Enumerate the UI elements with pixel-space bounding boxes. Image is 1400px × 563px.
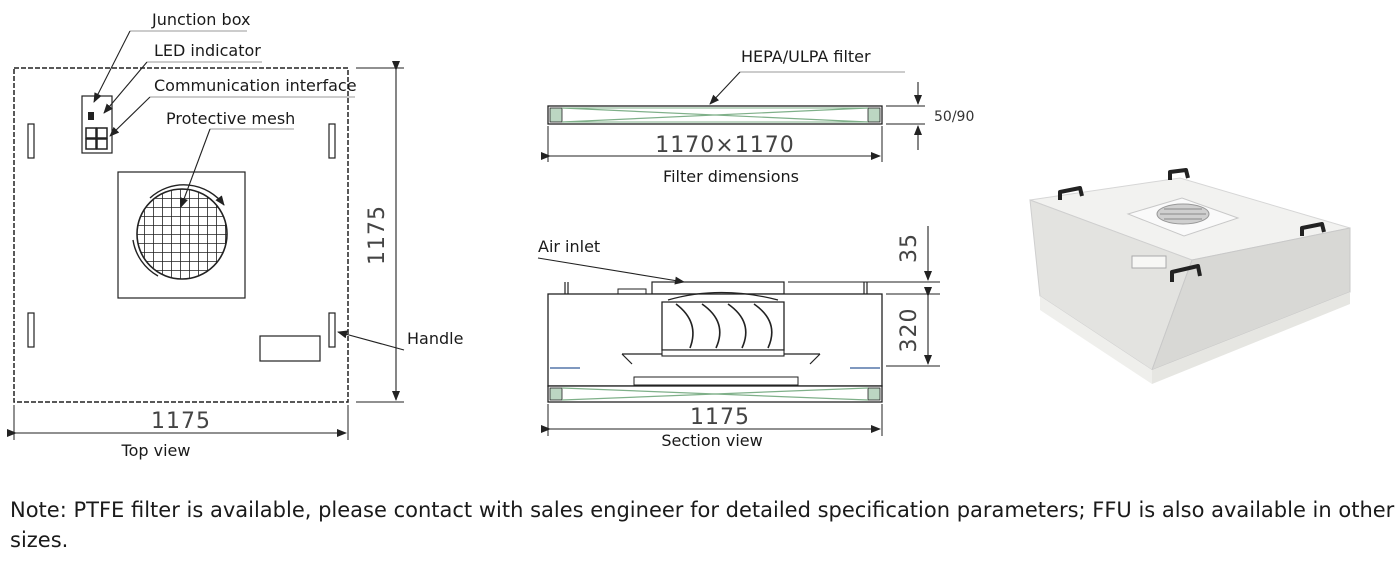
handle-icon xyxy=(1300,222,1326,236)
top-view: Junction box LED indicator Communication… xyxy=(7,10,463,460)
ffu-product-illustration xyxy=(1029,168,1351,384)
junction-box-label: Junction box xyxy=(151,10,250,29)
control-box-icon xyxy=(1131,255,1167,269)
protective-mesh xyxy=(136,188,228,280)
section-width-dim: 1175 xyxy=(690,405,750,430)
handle-slot xyxy=(328,312,336,348)
top-view-outline xyxy=(13,67,349,403)
hepa-filter-label: HEPA/ULPA filter xyxy=(741,47,871,66)
communication-interface-label: Communication interface xyxy=(154,76,357,95)
top-view-height-dim: 1175 xyxy=(365,205,390,265)
nameplate xyxy=(259,335,321,362)
section-view-caption: Section view xyxy=(661,431,762,450)
protective-mesh-label: Protective mesh xyxy=(166,109,295,128)
handle-slot xyxy=(328,123,336,159)
note-text: Note: PTFE filter is available, please c… xyxy=(10,498,1395,552)
fan-housing xyxy=(661,301,785,351)
handle-label: Handle xyxy=(407,329,463,348)
rotation-arrow xyxy=(132,239,159,277)
handle-slot xyxy=(27,123,35,159)
section-view: Air inlet 35 320 1175 Section view xyxy=(537,226,940,450)
rotation-arrow xyxy=(149,184,225,206)
filter-view-caption: Filter dimensions xyxy=(663,167,799,186)
handle-slot xyxy=(27,312,35,348)
fan-panel xyxy=(117,171,246,299)
ffu-technical-drawing: Junction box LED indicator Communication… xyxy=(7,10,1351,460)
handle-icon xyxy=(1168,168,1190,180)
filter-size-dim: 1170×1170 xyxy=(655,133,794,158)
handle-icon xyxy=(1058,186,1084,200)
body-height-dim: 320 xyxy=(897,308,922,353)
inlet-height-dim: 35 xyxy=(897,233,922,263)
handle-icon xyxy=(1170,264,1202,282)
top-view-width-dim: 1175 xyxy=(151,409,211,434)
filter-thickness-dim: 50/90 xyxy=(934,109,974,125)
filter-view: HEPA/ULPA filter 50/90 1170×1170 Filter … xyxy=(541,47,974,186)
top-view-caption: Top view xyxy=(121,441,191,460)
air-inlet-label: Air inlet xyxy=(538,237,600,256)
junction-box xyxy=(81,95,113,154)
led-indicator-label: LED indicator xyxy=(154,41,261,60)
